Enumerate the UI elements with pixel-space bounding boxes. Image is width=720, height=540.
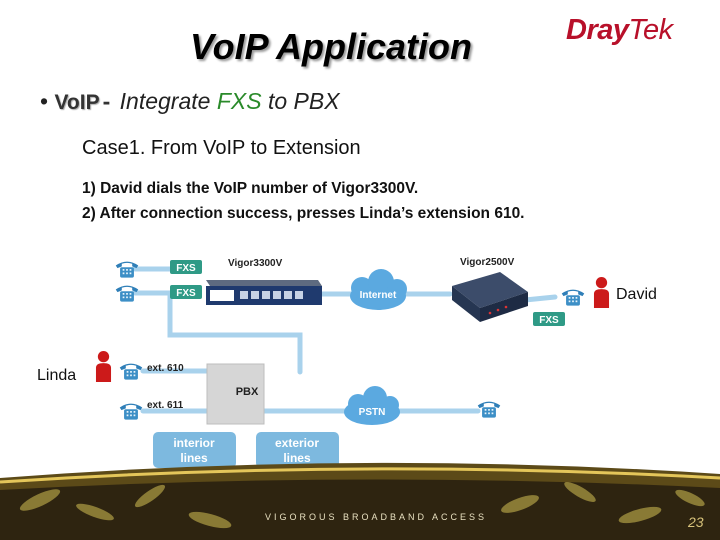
vigor3300v-router-icon (206, 280, 322, 305)
footer-tagline: VIGOROUS BROADBAND ACCESS (265, 512, 487, 522)
vigor3300v-label: Vigor3300V (228, 258, 283, 269)
phone-icon (120, 364, 143, 380)
vigor2500v-router-icon (452, 272, 528, 322)
internet-label: Internet (360, 290, 397, 301)
pstn-cloud-icon (344, 386, 400, 425)
interior-lines-line1: interior (173, 436, 215, 450)
exterior-lines-line2: lines (283, 451, 311, 465)
phone-icon (120, 404, 143, 420)
david-person-icon (594, 277, 609, 308)
linda-label: Linda (37, 367, 76, 384)
fxs-badge-label: FXS (176, 263, 196, 274)
phone-icon (478, 402, 501, 418)
interior-lines-line2: lines (180, 451, 208, 465)
line-vigor2500-phone (525, 297, 555, 300)
fxs-badge-label: FXS (539, 315, 559, 326)
vigor2500v-label: Vigor2500V (460, 257, 515, 268)
linda-person-icon (96, 351, 111, 382)
page-number: 23 (688, 514, 704, 530)
david-label: David (616, 286, 657, 303)
footer-band (0, 463, 720, 540)
fxs-badge-label: FXS (176, 288, 196, 299)
pstn-label: PSTN (359, 407, 386, 418)
pbx-label: PBX (236, 386, 259, 398)
phone-icon (562, 290, 585, 306)
ext610-label: ext. 610 (147, 363, 184, 374)
ext611-label: ext. 611 (147, 400, 184, 411)
exterior-lines-line1: exterior (275, 436, 319, 450)
